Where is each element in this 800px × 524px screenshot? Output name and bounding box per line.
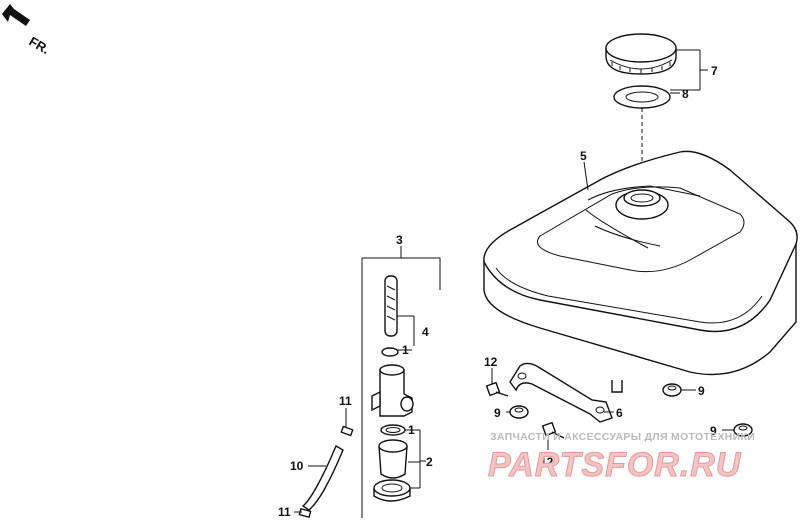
callout-1-lower: 1 [408, 423, 415, 437]
watermark-caption: ЗАПЧАСТИ И АКСЕССУАРЫ ДЛЯ МОТОТЕХНИКИ [490, 431, 755, 443]
watermark-brand: PARTSFOR.RU [488, 446, 742, 484]
cap-packing-ring [613, 85, 671, 109]
callout-2: 2 [426, 455, 433, 469]
callout-3: 3 [396, 233, 403, 247]
fuel-cap [605, 33, 677, 75]
fuel-tank [483, 150, 798, 393]
rubber-mount-b [662, 383, 682, 397]
rubber-mount-a [509, 405, 529, 419]
callout-7: 7 [711, 64, 718, 78]
callout-12-lower: 12 [540, 455, 554, 469]
forward-arrow-icon [2, 4, 30, 26]
callout-8: 8 [682, 87, 689, 101]
tank-bracket [509, 362, 613, 423]
fuel-tube [301, 444, 344, 511]
callout-6: 6 [616, 406, 623, 420]
callout-4: 4 [422, 325, 429, 339]
callout-1-upper: 1 [402, 343, 409, 357]
leader-lines [294, 49, 734, 513]
callout-12-upper: 12 [484, 355, 498, 369]
flange-bolt-lower [541, 421, 565, 439]
callout-10: 10 [290, 459, 304, 473]
fuel-cock-assembly [361, 246, 441, 518]
callout-11-upper: 11 [339, 394, 352, 408]
tube-clip-upper [340, 425, 354, 437]
callout-9-left: 9 [494, 406, 501, 420]
callout-11-lower: 11 [278, 505, 291, 519]
direction-label: FR. [27, 34, 53, 57]
callout-5: 5 [580, 149, 587, 163]
flange-bolt-upper [485, 381, 509, 397]
callout-9-far: 9 [710, 424, 717, 438]
callout-9-right: 9 [698, 384, 705, 398]
